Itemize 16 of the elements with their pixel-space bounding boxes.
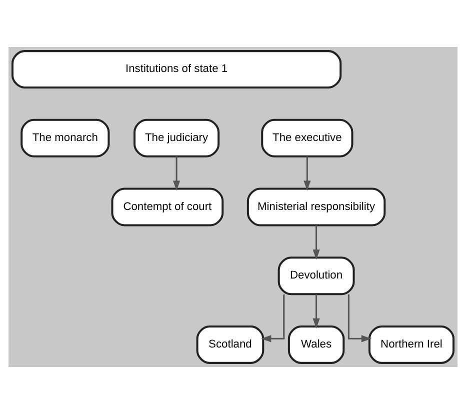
node-box: Northern Irel: [368, 324, 455, 364]
node-box: Wales: [288, 324, 345, 364]
arrow: [173, 156, 180, 190]
node-box: The judiciary: [134, 118, 220, 157]
arrow: [312, 294, 320, 328]
arrow: [260, 294, 285, 342]
node-box: Scotland: [196, 324, 264, 364]
node-box: Devolution: [278, 256, 355, 295]
arrow: [348, 294, 372, 342]
node-box: Institutions of state 1: [11, 50, 342, 88]
node-box: Contempt of court: [111, 187, 224, 226]
node-box: The executive: [261, 118, 354, 157]
node-box: Ministerial responsibility: [246, 187, 386, 226]
arrow: [304, 156, 311, 190]
node-box: The monarch: [20, 118, 110, 157]
arrow: [312, 224, 320, 260]
